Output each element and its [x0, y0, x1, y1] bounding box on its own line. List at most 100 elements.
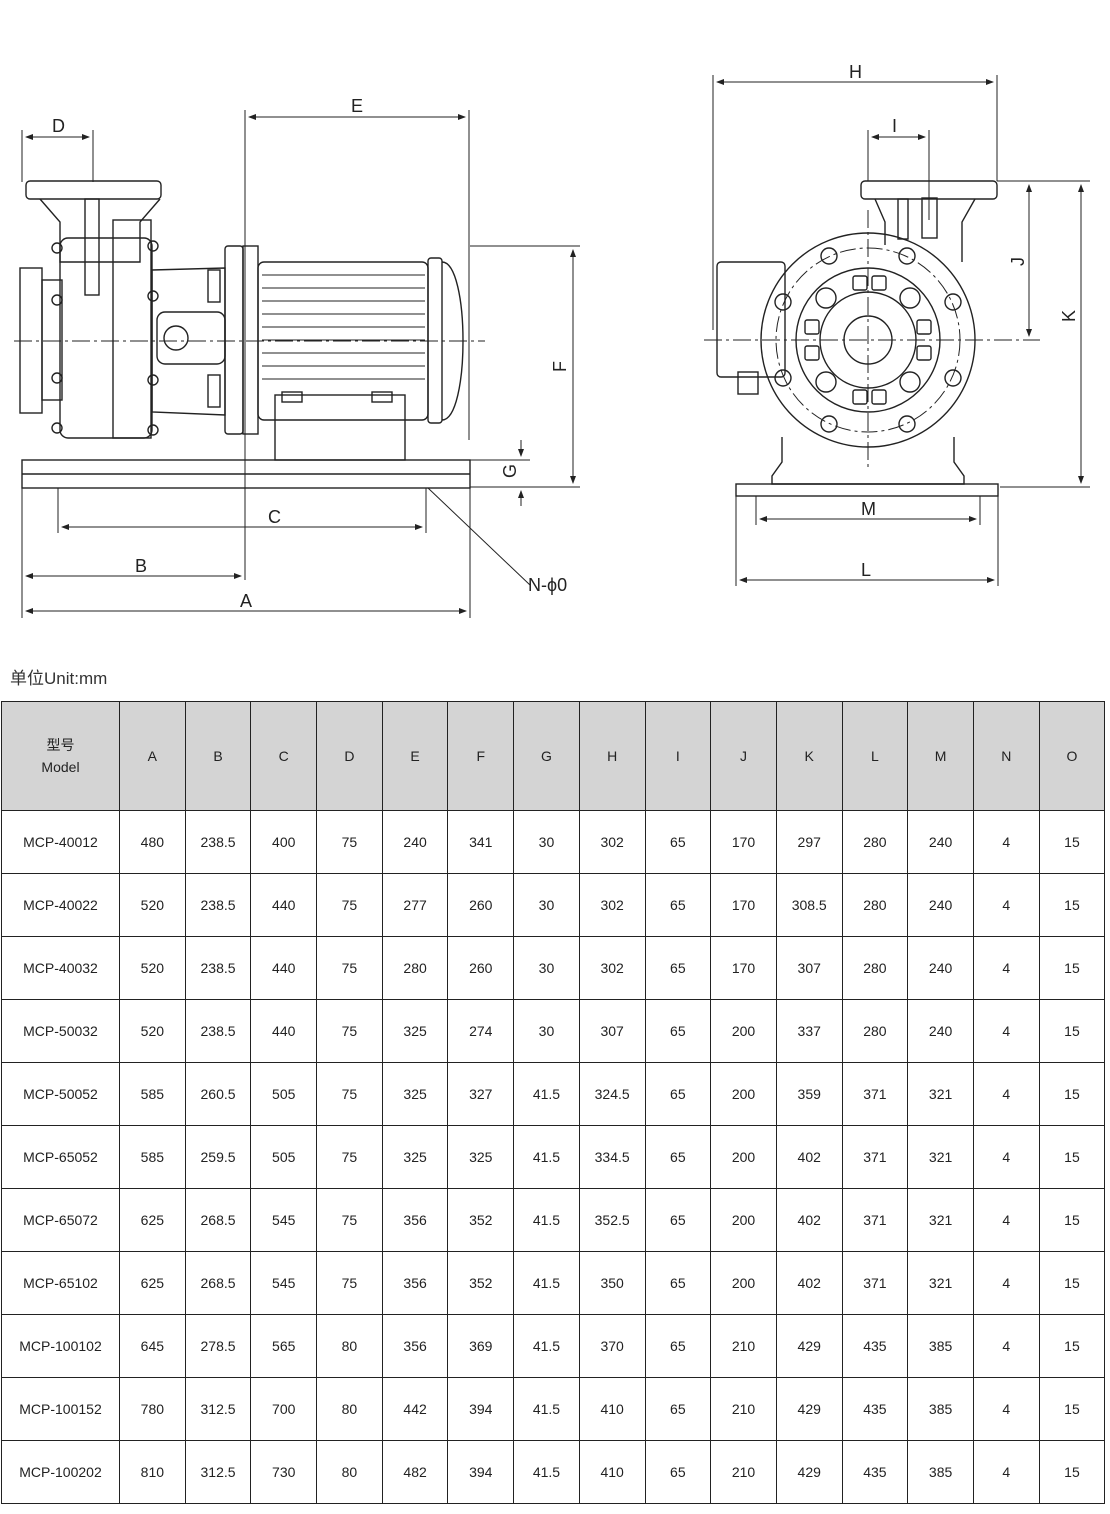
dim-label-j: J: [1008, 257, 1028, 266]
value-cell-b: 238.5: [184, 999, 252, 1063]
dim-label-f: F: [550, 361, 570, 372]
value-cell-o: 15: [1038, 1314, 1106, 1378]
dim-label-e: E: [351, 96, 363, 116]
value-cell-l: 371: [841, 1188, 909, 1252]
value-cell-h: 307: [578, 999, 646, 1063]
value-cell-n: 4: [972, 1188, 1040, 1252]
motor-flange: [224, 245, 244, 435]
value-cell-j: 170: [710, 873, 777, 937]
value-cell-e: 356: [381, 1188, 449, 1252]
value-cell-e: 277: [381, 873, 449, 937]
value-cell-h: 352.5: [578, 1188, 646, 1252]
side-view-dimensions: [21, 110, 580, 618]
model-cell: MCP-100102: [1, 1314, 120, 1378]
value-cell-h: 370: [578, 1314, 646, 1378]
dim-label-c: C: [268, 507, 281, 527]
value-cell-d: 80: [316, 1377, 383, 1441]
value-cell-c: 505: [250, 1125, 318, 1189]
value-cell-n: 4: [972, 810, 1040, 874]
side-view: [14, 180, 485, 489]
value-cell-k: 429: [775, 1440, 843, 1504]
value-cell-i: 65: [644, 1188, 712, 1252]
model-header-cn: 型号: [46, 737, 75, 753]
value-cell-j: 200: [710, 1062, 777, 1126]
value-cell-h: 350: [578, 1251, 646, 1315]
value-cell-g: 41.5: [513, 1377, 580, 1441]
value-cell-a: 520: [119, 936, 186, 1000]
model-cell: MCP-100152: [1, 1377, 120, 1441]
unit-label: 单位Unit:mm: [10, 669, 108, 688]
value-cell-e: 356: [381, 1251, 449, 1315]
front-view: [704, 180, 1040, 497]
column-header-c: C: [250, 701, 318, 811]
value-cell-c: 400: [250, 810, 318, 874]
value-cell-o: 15: [1038, 1377, 1106, 1441]
column-header-k: K: [775, 701, 843, 811]
discharge-flange: [25, 180, 162, 200]
model-cell: MCP-100202: [1, 1440, 120, 1504]
column-header-a: A: [119, 701, 186, 811]
value-cell-k: 359: [775, 1062, 843, 1126]
value-cell-i: 65: [644, 1314, 712, 1378]
value-cell-e: 325: [381, 1125, 449, 1189]
value-cell-g: 41.5: [513, 1062, 580, 1126]
value-cell-n: 4: [972, 1062, 1040, 1126]
value-cell-n: 4: [972, 1125, 1040, 1189]
value-cell-k: 402: [775, 1188, 843, 1252]
drawing-svg: D E F G C B A N-ϕ0: [14, 62, 1090, 618]
value-cell-g: 41.5: [513, 1188, 580, 1252]
value-cell-f: 341: [447, 810, 515, 874]
value-cell-b: 312.5: [184, 1377, 252, 1441]
value-cell-k: 308.5: [775, 873, 843, 937]
value-cell-j: 210: [710, 1377, 777, 1441]
value-cell-d: 75: [316, 810, 383, 874]
value-cell-m: 385: [907, 1314, 974, 1378]
column-header-d: D: [316, 701, 383, 811]
value-cell-g: 41.5: [513, 1314, 580, 1378]
value-cell-m: 385: [907, 1377, 974, 1441]
value-cell-o: 15: [1038, 1125, 1106, 1189]
value-cell-l: 435: [841, 1440, 909, 1504]
model-cell: MCP-50032: [1, 999, 120, 1063]
value-cell-k: 429: [775, 1377, 843, 1441]
value-cell-f: 260: [447, 936, 515, 1000]
value-cell-i: 65: [644, 1377, 712, 1441]
value-cell-d: 75: [316, 1251, 383, 1315]
value-cell-k: 297: [775, 810, 843, 874]
pump-casing: [59, 237, 153, 439]
value-cell-d: 75: [316, 1125, 383, 1189]
value-cell-f: 327: [447, 1062, 515, 1126]
value-cell-e: 325: [381, 999, 449, 1063]
value-cell-a: 520: [119, 999, 186, 1063]
column-header-j: J: [710, 701, 777, 811]
value-cell-h: 324.5: [578, 1062, 646, 1126]
value-cell-e: 280: [381, 936, 449, 1000]
value-cell-m: 240: [907, 999, 974, 1063]
value-cell-b: 278.5: [184, 1314, 252, 1378]
value-cell-k: 307: [775, 936, 843, 1000]
value-cell-j: 200: [710, 1251, 777, 1315]
value-cell-m: 240: [907, 873, 974, 937]
value-cell-e: 325: [381, 1062, 449, 1126]
value-cell-h: 302: [578, 810, 646, 874]
value-cell-c: 545: [250, 1251, 318, 1315]
model-header-en: Model: [41, 759, 80, 775]
value-cell-b: 238.5: [184, 873, 252, 937]
column-header-b: B: [184, 701, 252, 811]
value-cell-m: 321: [907, 1062, 974, 1126]
value-cell-o: 15: [1038, 810, 1106, 874]
value-cell-l: 371: [841, 1251, 909, 1315]
value-cell-k: 402: [775, 1251, 843, 1315]
model-cell: MCP-65072: [1, 1188, 120, 1252]
value-cell-c: 440: [250, 999, 318, 1063]
value-cell-c: 730: [250, 1440, 318, 1504]
model-cell: MCP-65052: [1, 1125, 120, 1189]
value-cell-n: 4: [972, 1314, 1040, 1378]
value-cell-m: 321: [907, 1251, 974, 1315]
value-cell-m: 321: [907, 1188, 974, 1252]
value-cell-j: 200: [710, 999, 777, 1063]
value-cell-h: 334.5: [578, 1125, 646, 1189]
